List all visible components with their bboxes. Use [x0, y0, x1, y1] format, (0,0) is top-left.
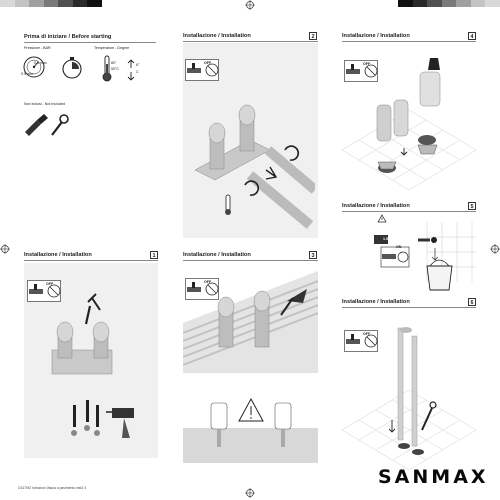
step-1-number: 1: [150, 251, 158, 259]
temperature-label: Temperature - Degree: [94, 46, 130, 50]
step-2-title: Installazione / Installation: [183, 33, 251, 39]
footer-text: C617NG Istruzioni Vasca a pavimento inst…: [18, 486, 87, 490]
valve-off-label: OFF: [363, 62, 371, 66]
step-3-drawing: [183, 271, 318, 463]
valve-off-badge: [344, 60, 378, 82]
warning-icon: [377, 214, 387, 223]
divider: [24, 42, 156, 43]
pressure-gauge-icon: [23, 56, 45, 78]
step-4-drawing: [342, 58, 476, 190]
valve-off-badge: [185, 278, 219, 300]
registration-mark-top: [245, 0, 255, 10]
before-starting-title: Prima di iniziare / Before starting: [24, 34, 112, 40]
color-swatches-right: [398, 0, 500, 8]
step-6-title: Installazione / Installation: [342, 299, 410, 305]
temp-mark-4: C: [136, 70, 139, 74]
registration-mark-left: [0, 244, 10, 254]
step-4-number: 4: [468, 32, 476, 40]
divider: [342, 41, 476, 42]
step-5-number: 5: [468, 202, 476, 210]
valve-off-badge: [185, 59, 219, 81]
step-1-drawing: [51, 293, 134, 438]
step-3-title: Installazione / Installation: [183, 252, 251, 258]
step-5-drawing: [374, 222, 476, 291]
temp-mark-2: 50°C: [111, 67, 120, 71]
temperature-arrows-icon: [127, 59, 135, 81]
valve-off-label: OFF: [46, 282, 54, 286]
valve-on-label: ON: [396, 245, 402, 249]
temp-mark-3: 6°: [136, 63, 140, 67]
tools-icon: [25, 114, 69, 136]
step-4-title: Installazione / Installation: [342, 33, 410, 39]
divider: [183, 41, 318, 42]
step-2-drawing: [194, 104, 315, 229]
divider: [24, 260, 158, 261]
small-valve-label: 1.5: [383, 237, 388, 241]
temp-mark-1: 80°: [111, 61, 117, 65]
divider: [183, 260, 318, 261]
step-5-title: Installazione / Installation: [342, 203, 410, 209]
step-2-number: 2: [309, 32, 317, 40]
step-6-drawing: [342, 327, 476, 470]
pressure-max: 0.5 max: [34, 61, 47, 65]
step-6-number: 6: [468, 298, 476, 306]
valve-off-label: OFF: [204, 61, 212, 65]
step-3-number: 3: [309, 251, 317, 259]
registration-mark-bottom: [245, 488, 255, 498]
valve-off-label: OFF: [204, 280, 212, 284]
brand-logo: SANMAX: [378, 466, 489, 488]
stopwatch-icon: [62, 57, 82, 79]
pressure-label: Pressione - BAR: [24, 46, 51, 50]
thermometer-icon: [102, 55, 112, 82]
registration-mark-right: [490, 244, 500, 254]
divider: [342, 307, 476, 308]
color-swatches-left: [0, 0, 103, 8]
valve-off-label: OFF: [363, 332, 371, 336]
not-included-label: Non inclusi - Not Included: [24, 102, 65, 106]
pressure-min: 0.5 min: [21, 72, 33, 76]
valve-off-badge: [27, 280, 61, 302]
step-1-title: Installazione / Installation: [24, 252, 92, 258]
divider: [342, 211, 476, 212]
valve-off-badge: [344, 330, 378, 352]
